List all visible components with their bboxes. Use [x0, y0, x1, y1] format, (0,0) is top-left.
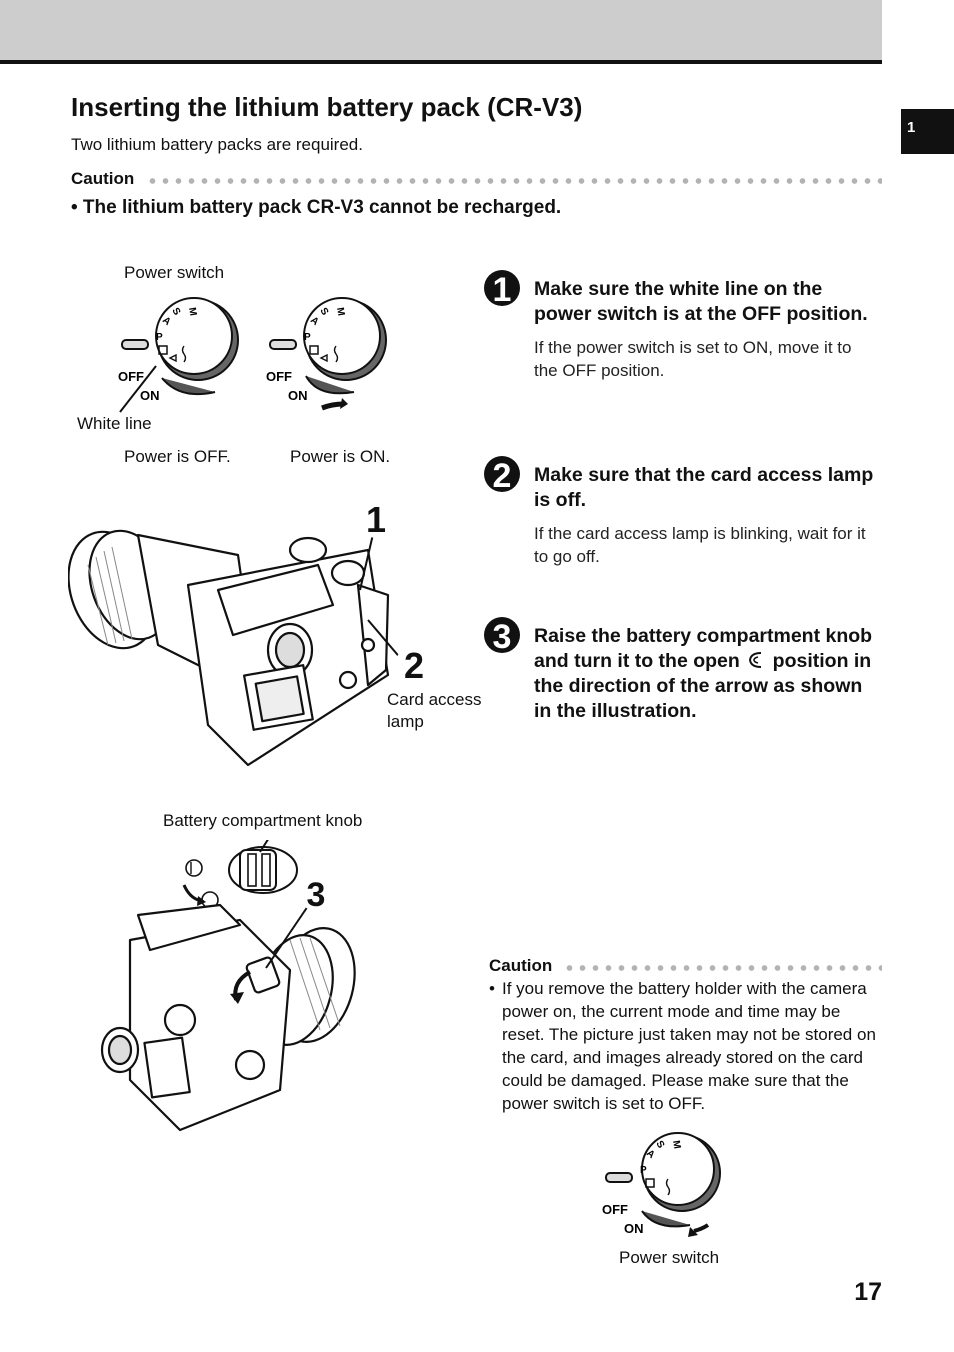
dial-mode-m: M: [186, 307, 198, 317]
label-battery-knob: Battery compartment knob: [163, 811, 363, 830]
dial2-mode-p: P: [304, 332, 311, 343]
step-3-callout-icon: 3: [299, 880, 333, 914]
dial3-on-label: ON: [624, 1221, 644, 1236]
svg-text:3: 3: [307, 880, 326, 914]
svg-text:1: 1: [366, 499, 386, 540]
camera-rear-illustration: 1 2: [68, 499, 428, 767]
step-1-callout-icon: 1: [357, 499, 395, 540]
step-2-number-icon: 2: [484, 456, 520, 494]
svg-text:3: 3: [493, 618, 512, 655]
dial-on-label: ON: [140, 388, 160, 403]
dial2-off-label: OFF: [266, 369, 292, 384]
svg-text:2: 2: [404, 645, 424, 686]
dial2-mode-s: S: [317, 306, 330, 318]
step-3-heading: Raise the battery compartment knob and t…: [534, 624, 879, 724]
caution-bottom-dots: [563, 963, 882, 973]
power-dial-on-illustration: M S A P OFF ON: [266, 297, 387, 411]
dial3-mode-p: P: [640, 1165, 647, 1176]
step-3-number-icon: 3: [484, 617, 520, 655]
dial3-off-label: OFF: [602, 1202, 628, 1217]
caution-top-dots: [146, 176, 882, 186]
header-bar: [0, 0, 882, 60]
power-dial-bottom-illustration: M S A P OFF ON: [602, 1132, 721, 1237]
rotate-arrow-icon: [230, 992, 244, 1004]
battery-knob-illustration: [182, 840, 298, 909]
page-number: 17: [854, 1278, 882, 1306]
step-3: Raise the battery compartment knob and t…: [534, 624, 879, 724]
step-1: Make sure the white line on the power sw…: [534, 277, 879, 382]
step-2: Make sure that the card access lamp is o…: [534, 463, 879, 568]
dial3-mode-s: S: [653, 1139, 666, 1151]
camera-front-illustration: 3: [100, 880, 356, 1132]
step-1-number-icon: 1: [484, 270, 520, 308]
dial-mode-s: S: [169, 306, 182, 318]
dial2-mode-m: M: [334, 307, 346, 317]
label-white-line: White line: [77, 414, 152, 433]
section-title: Inserting the lithium battery pack (CR-V…: [71, 92, 583, 122]
caution-top-label: Caution: [71, 169, 135, 188]
label-card-access-lamp: Card access lamp: [387, 690, 482, 731]
open-position-icon: [749, 652, 762, 668]
step-1-body: If the power switch is set to ON, move i…: [534, 338, 852, 380]
svg-text:2: 2: [493, 457, 512, 494]
step-2-heading: Make sure that the card access lamp is o…: [534, 464, 874, 511]
dial2-on-label: ON: [288, 388, 308, 403]
svg-text:1: 1: [493, 271, 512, 308]
label-power-switch-bottom: Power switch: [619, 1248, 720, 1267]
bullet: •: [489, 979, 495, 998]
step-2-callout-icon: 2: [395, 645, 428, 686]
intro-text: Two lithium battery packs are required.: [71, 135, 363, 154]
label-power-off: Power is OFF.: [124, 447, 231, 466]
step-2-body: If the card access lamp is blinking, wai…: [534, 524, 866, 566]
caution-bottom-text: If you remove the battery holder with th…: [502, 979, 876, 1113]
header-rule: [0, 60, 882, 64]
caution-bottom-item: • If you remove the battery holder with …: [489, 977, 881, 1115]
power-dial-off-illustration: M S A P OFF ON: [118, 297, 239, 413]
lock-icon: [185, 859, 203, 877]
caution-top-text: • The lithium battery pack CR-V3 cannot …: [71, 197, 562, 218]
label-power-on: Power is ON.: [290, 447, 391, 466]
arrow-icon: [340, 398, 348, 409]
step-1-heading: Make sure the white line on the power sw…: [534, 278, 868, 325]
dial-mode-p: P: [156, 332, 163, 343]
arrow-icon: [688, 1227, 698, 1237]
caution-bottom-label: Caution: [489, 956, 553, 975]
step-3-heading-a: Raise the battery compartment knob and t…: [534, 625, 873, 672]
label-power-switch-top: Power switch: [124, 263, 225, 282]
dial-off-label: OFF: [118, 369, 144, 384]
chapter-tab[interactable]: 1: [901, 109, 954, 154]
dial3-mode-m: M: [670, 1140, 682, 1150]
step-3-heading-b: position in the direction of the arrow a…: [534, 650, 872, 722]
